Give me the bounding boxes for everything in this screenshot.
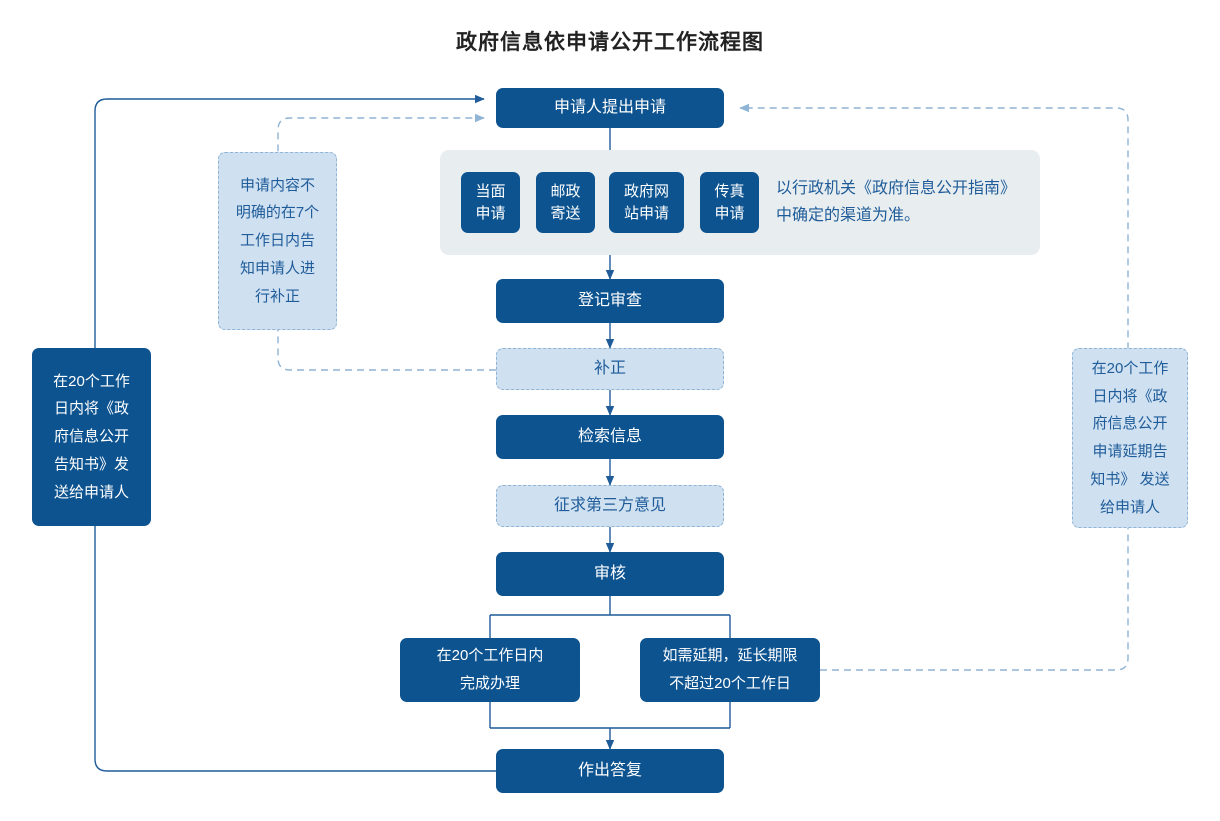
- annotation-supplement-note-text: 申请内容不 明确的在7个 工作日内告 知申请人进 行补正: [235, 176, 320, 305]
- annotation-supplement-note: 申请内容不 明确的在7个 工作日内告 知申请人进 行补正: [218, 152, 337, 330]
- page-title: 政府信息依申请公开工作流程图: [456, 31, 764, 54]
- node-complete-on-time-label: 在20个工作日内 完成办理: [436, 647, 544, 692]
- channel-box-website[interactable]: 政府网 站申请: [609, 172, 684, 233]
- channel-panel-note: 以行政机关《政府信息公开指南》 中确定的渠道为准。: [776, 175, 1041, 229]
- node-third-party-opinion[interactable]: 征求第三方意见: [496, 485, 724, 527]
- node-reply[interactable]: 作出答复: [496, 749, 724, 793]
- channel-box-postal[interactable]: 邮政 寄送: [536, 172, 595, 233]
- node-retrieve-info[interactable]: 检索信息: [496, 415, 724, 459]
- node-extension[interactable]: 如需延期，延长期限 不超过20个工作日: [640, 638, 820, 702]
- node-start[interactable]: 申请人提出申请: [496, 88, 724, 128]
- channel-label: 政府网 站申请: [623, 182, 669, 222]
- annotation-extension-notice-text: 在20个工作 日内将《政 府信息公开 申请延期告 知书》 发送 给申请人: [1090, 359, 1170, 516]
- node-retrieve-info-label: 检索信息: [577, 428, 642, 446]
- channel-label: 邮政 寄送: [550, 182, 581, 222]
- channel-box-in-person[interactable]: 当面 申请: [461, 172, 520, 233]
- annotation-notice-delivery-text: 在20个工作 日内将《政 府信息公开 告知书》发 送给申请人: [53, 372, 130, 501]
- node-extension-label: 如需延期，延长期限 不超过20个工作日: [662, 647, 798, 692]
- node-audit[interactable]: 审核: [496, 552, 724, 596]
- node-complete-on-time[interactable]: 在20个工作日内 完成办理: [400, 638, 580, 702]
- node-start-label: 申请人提出申请: [553, 99, 666, 117]
- node-register-review-label: 登记审查: [577, 292, 642, 310]
- channel-label: 当面 申请: [475, 182, 506, 222]
- channel-box-fax[interactable]: 传真 申请: [700, 172, 759, 233]
- node-supplement-label: 补正: [593, 360, 626, 378]
- node-reply-label: 作出答复: [577, 762, 642, 780]
- node-register-review[interactable]: 登记审查: [496, 279, 724, 323]
- node-supplement[interactable]: 补正: [496, 348, 724, 390]
- annotation-notice-delivery: 在20个工作 日内将《政 府信息公开 告知书》发 送给申请人: [32, 348, 151, 526]
- channel-panel-note-text: 以行政机关《政府信息公开指南》 中确定的渠道为准。: [776, 180, 1017, 225]
- wire-extension-loop-to-start: [739, 103, 1129, 671]
- node-third-party-opinion-label: 征求第三方意见: [553, 497, 666, 515]
- node-audit-label: 审核: [593, 565, 626, 583]
- channel-label: 传真 申请: [714, 182, 745, 222]
- annotation-extension-notice: 在20个工作 日内将《政 府信息公开 申请延期告 知书》 发送 给申请人: [1072, 348, 1188, 528]
